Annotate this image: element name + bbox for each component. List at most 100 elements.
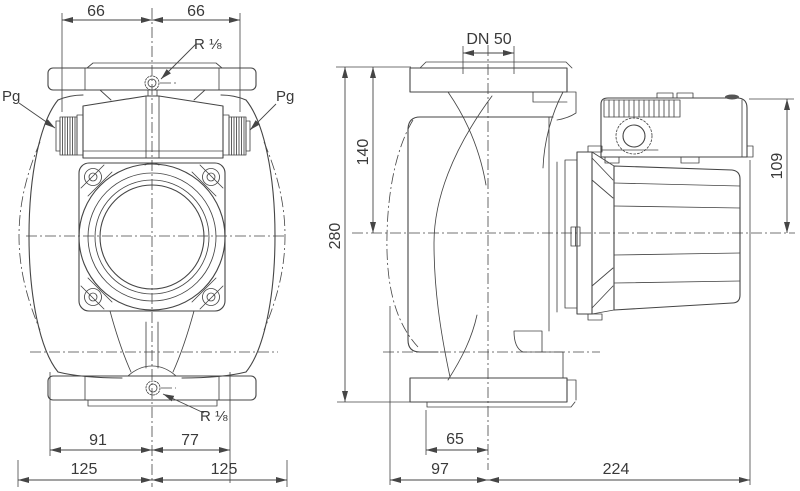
box-top-bump2 bbox=[676, 92, 694, 99]
stator-flange bbox=[564, 145, 615, 321]
gland-collar-left bbox=[76, 114, 84, 156]
ventilation-grill-slats bbox=[608, 99, 675, 118]
dim-91-value: 91 bbox=[89, 432, 107, 449]
bottom-flange-details bbox=[84, 375, 220, 407]
flange-corner-facets bbox=[80, 164, 224, 310]
motor-housing-ring bbox=[87, 172, 217, 302]
dim-224-value: 224 bbox=[603, 461, 630, 478]
terminal-box-front bbox=[55, 95, 251, 159]
r18-label-top: R ⅛ bbox=[194, 36, 222, 53]
endbell-facets bbox=[591, 151, 615, 315]
flange-bolt-hole bbox=[206, 292, 216, 302]
volute-foot bbox=[447, 314, 564, 381]
dim-dn50: DN 50 bbox=[462, 31, 515, 74]
dim-dn50-ext bbox=[462, 46, 515, 74]
dim-109-value: 109 bbox=[769, 153, 786, 180]
bottom-neck bbox=[109, 310, 195, 377]
flange-bolt bbox=[202, 288, 220, 306]
stator-tab-top bbox=[587, 145, 603, 153]
flange-bolt bbox=[202, 168, 220, 186]
pg-label-right: Pg bbox=[276, 88, 294, 105]
dim-77: 77 bbox=[152, 372, 231, 483]
ventilation-grill bbox=[603, 99, 681, 118]
volute-sweep-curves bbox=[433, 91, 564, 378]
dim-109: 109 bbox=[749, 98, 794, 233]
terminal-box-inner-lines bbox=[600, 99, 743, 158]
box-foot-left bbox=[604, 156, 620, 164]
flange-bolt bbox=[84, 288, 102, 306]
dim-77-value: 77 bbox=[181, 432, 199, 449]
volute-outline bbox=[407, 116, 554, 353]
r18-label-bottom: R ⅛ bbox=[200, 408, 228, 425]
box-side-stub bbox=[746, 145, 754, 158]
r18-callout-top: R ⅛ bbox=[160, 36, 222, 80]
dim-66-left-value: 66 bbox=[87, 3, 105, 20]
dim-65-value: 65 bbox=[446, 431, 464, 448]
drain-plug bbox=[145, 380, 176, 396]
dimensions: 66 66 DN 50 280 140 109 bbox=[17, 3, 794, 487]
front-centerlines bbox=[26, 8, 284, 487]
vent-plug-head bbox=[147, 78, 157, 88]
gland-hatch-left bbox=[62, 116, 76, 156]
top-flange-front bbox=[47, 62, 257, 101]
dim-125-left-value: 125 bbox=[71, 461, 98, 478]
flange-bolt-hole bbox=[206, 172, 216, 182]
pump-body-silhouette bbox=[28, 94, 276, 379]
gland-hatch-right bbox=[231, 116, 245, 156]
dim-125-right-value: 125 bbox=[211, 461, 238, 478]
gland-ring-right bbox=[245, 120, 251, 152]
dim-140: 140 bbox=[355, 67, 376, 233]
volute-bulge-contour bbox=[386, 119, 419, 348]
motor-body bbox=[613, 165, 741, 311]
r18-leader-top bbox=[160, 43, 197, 80]
motor-outline bbox=[613, 165, 741, 311]
stator-tab-bottom bbox=[587, 313, 603, 321]
box-top-bump bbox=[656, 92, 674, 99]
pg-leader-left bbox=[18, 102, 56, 129]
pg-label-left: Pg bbox=[2, 88, 20, 105]
motor-housing-bore bbox=[99, 184, 205, 290]
volute-right-wall bbox=[548, 116, 558, 332]
motor-housing-outer bbox=[78, 163, 226, 311]
housing-top-notch bbox=[144, 162, 160, 166]
front-view bbox=[18, 8, 286, 487]
motor-ribs bbox=[613, 182, 741, 284]
pg-callout-left: Pg bbox=[2, 88, 56, 129]
drain-plug-head bbox=[148, 383, 158, 393]
dim-65: 65 bbox=[425, 410, 488, 455]
r18-leader-bottom bbox=[162, 393, 205, 414]
pg-callout-right: Pg bbox=[249, 88, 294, 131]
flange-bolt-hole bbox=[88, 292, 98, 302]
dim-dn50-value: DN 50 bbox=[466, 31, 511, 48]
flange-bolt-hole bbox=[88, 172, 98, 182]
bottom-flange-plate bbox=[409, 377, 568, 403]
drain-plug-knurl bbox=[145, 380, 161, 396]
motor-housing-ring2 bbox=[94, 179, 210, 295]
speed-selector-knob-serration bbox=[615, 117, 653, 155]
dim-280-value: 280 bbox=[327, 223, 344, 250]
cable-gland-right bbox=[228, 116, 251, 156]
box-corner-detail bbox=[725, 94, 739, 100]
gland-ring-left bbox=[55, 120, 61, 152]
terminal-box-side bbox=[600, 92, 754, 164]
speed-selector-knob bbox=[622, 124, 646, 148]
top-flange-cap bbox=[419, 61, 577, 121]
motor-flange-front bbox=[78, 162, 226, 312]
dim-140-value: 140 bbox=[355, 139, 372, 166]
dim-66-right-value: 66 bbox=[187, 3, 205, 20]
dim-125-left: 125 bbox=[17, 460, 152, 487]
side-view bbox=[352, 45, 795, 470]
top-flange-plate bbox=[409, 67, 568, 93]
dim-125-right: 125 bbox=[152, 460, 288, 487]
stator-plate-outer bbox=[576, 151, 593, 315]
insulation-shell-contour bbox=[18, 141, 286, 331]
vent-plug bbox=[144, 75, 176, 91]
bottom-flange-side bbox=[409, 377, 577, 408]
vent-plug-knurl bbox=[144, 75, 160, 91]
dim-97: 97 bbox=[389, 306, 488, 485]
box-foot-right bbox=[680, 156, 700, 164]
bottom-flange-bar bbox=[47, 375, 257, 401]
dim-91: 91 bbox=[49, 372, 152, 456]
